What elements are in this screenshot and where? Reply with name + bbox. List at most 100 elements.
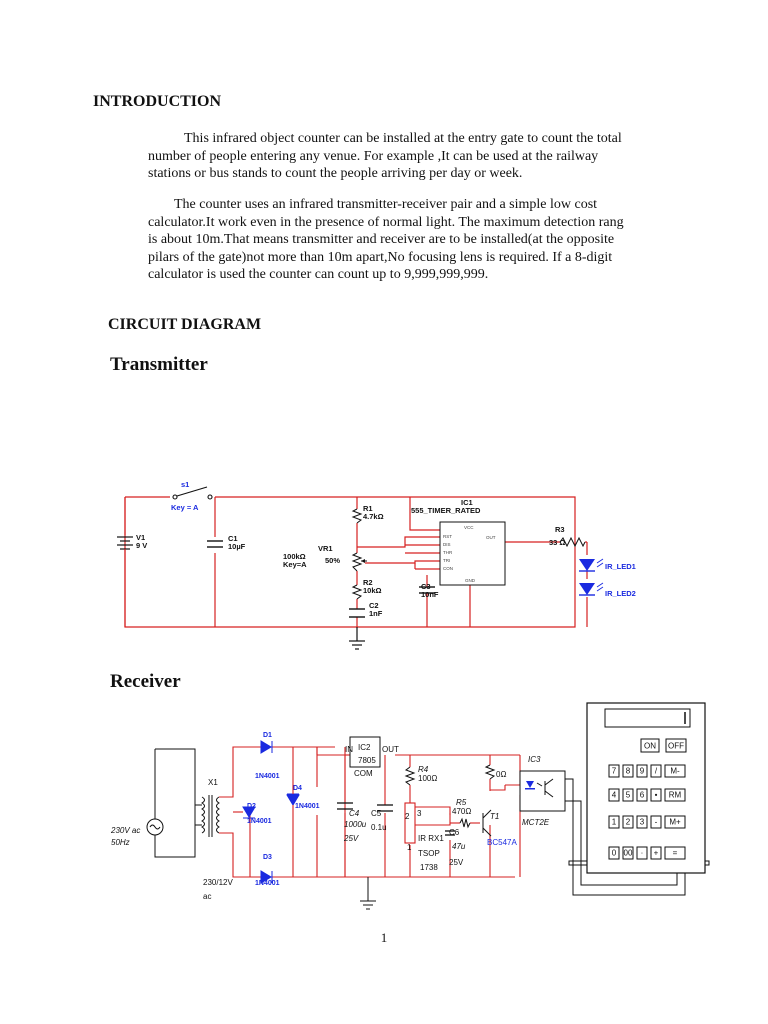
c6-label: C6	[449, 828, 460, 837]
c5-value: 0.1u	[371, 823, 387, 832]
r5-label: R5	[456, 798, 467, 807]
c4-voltage: 25V	[343, 834, 359, 843]
page-number: 1	[380, 930, 388, 945]
calc-off-key-label: OFF	[668, 742, 684, 751]
d3-part: 1N4001	[255, 880, 280, 887]
r1-value: 4.7kΩ	[363, 512, 384, 521]
pin-thr: THR	[443, 550, 453, 555]
vr1-key: Key=A	[283, 560, 307, 569]
calc-r1c2-key-label: 6	[640, 791, 645, 800]
calc-r0c0-key-label: 7	[612, 767, 617, 776]
calc-r2c3-key	[650, 815, 662, 829]
calc-r0c2-key	[636, 764, 648, 778]
calc-r0c0-key	[608, 764, 620, 778]
p2-line-2: calculator.It work even in the presence …	[148, 214, 624, 230]
calc-r2c4-key	[664, 815, 686, 829]
calc-r1c1-key	[622, 788, 634, 802]
r6-value: 0Ω	[496, 770, 506, 779]
t1-part: BC547A	[487, 838, 517, 847]
intro-heading: INTRODUCTION	[93, 93, 222, 110]
d2-label: D2	[247, 803, 256, 810]
transformer-ac: ac	[203, 892, 211, 901]
calculator	[586, 702, 706, 874]
vr1-percent: 50%	[325, 556, 340, 565]
p2-line-3: is about 10m.That means transmitter and …	[148, 232, 615, 248]
p1-line-1: This infrared object counter can be inst…	[184, 131, 622, 146]
ic2-in: IN	[345, 745, 353, 754]
p1-line-2: number of people entering any venue. For…	[148, 148, 599, 164]
intro-paragraph-1: This infrared object counter can be inst…	[148, 130, 678, 183]
calc-r3c4-key-label: =	[673, 849, 678, 858]
calc-r3c2-key	[636, 846, 648, 860]
transmitter-schematic: s1 Key = A V1 9 V C1 10µF R1 4.7kΩ VR1 1…	[117, 480, 636, 650]
ic2-part: 7805	[358, 756, 376, 765]
ic2-com: COM	[354, 769, 373, 778]
calc-r3c0-key	[608, 846, 620, 860]
calc-r0c2-key-label: 9	[640, 767, 645, 776]
calc-r2c0-key-label: 1	[612, 818, 617, 827]
ic2-out: OUT	[382, 745, 399, 754]
calc-on-key	[640, 738, 660, 753]
transmitter-heading: Transmitter	[110, 354, 208, 375]
d4-part: 1N4001	[295, 803, 320, 810]
intro-paragraph-2: The counter uses an infrared transmitter…	[148, 196, 678, 284]
calc-r2c1-key-label: 2	[626, 818, 631, 827]
tsop-label: TSOP	[418, 849, 440, 858]
d1-part: 1N4001	[255, 773, 280, 780]
calc-r1c1-key-label: 5	[626, 791, 631, 800]
tsop-part: 1738	[420, 863, 438, 872]
c4-label: C4	[349, 809, 360, 818]
c3-value: 10nF	[421, 590, 439, 599]
calc-r2c4-key-label: M+	[669, 818, 681, 827]
calc-r3c0-key-label: 0	[612, 849, 617, 858]
switch-key-label: Key = A	[171, 503, 199, 512]
calc-r3c3-key	[650, 846, 662, 860]
pin-rst: RST	[443, 534, 452, 539]
ic3-label: IC3	[528, 755, 541, 764]
pin-dis: DIS	[443, 542, 451, 547]
d3-label: D3	[263, 854, 272, 861]
pin-con: CON	[443, 566, 453, 571]
calc-r2c1-key	[622, 815, 634, 829]
calc-r2c0-key	[608, 815, 620, 829]
circuit-diagram-heading: CIRCUIT DIAGRAM	[108, 316, 262, 333]
calc-off-key	[665, 738, 687, 753]
c3-label: C3	[421, 582, 431, 591]
pin-tri: TRI	[443, 558, 450, 563]
p2-line-1: The counter uses an infrared transmitter…	[174, 197, 598, 212]
calc-r2c2-key	[636, 815, 648, 829]
calc-r0c3-key	[650, 764, 662, 778]
receiver-heading: Receiver	[110, 671, 181, 692]
transformer-rating: 230/12V	[203, 878, 233, 887]
r2-label: R2	[363, 578, 373, 587]
calc-r0c4-key	[664, 764, 686, 778]
pin-gnd: GND	[465, 578, 476, 583]
p1-line-3: stations or bus stands to count the peop…	[148, 166, 523, 182]
calc-r1c4-key	[664, 788, 686, 802]
calc-r3c3-key-label: +	[654, 849, 659, 858]
pin-out: OUT	[486, 535, 496, 540]
led2-label: IR_LED2	[605, 589, 636, 598]
tsop-pin3: 3	[417, 809, 422, 818]
r3-label: R3	[555, 525, 565, 534]
calc-on-key-label: ON	[644, 742, 656, 751]
c5-label: C5	[371, 809, 382, 818]
t1-label: T1	[490, 812, 499, 821]
c2-value: 1nF	[369, 609, 383, 618]
r5-value: 470Ω	[452, 807, 471, 816]
ic2-label: IC2	[358, 743, 371, 752]
v1-value: 9 V	[136, 541, 147, 550]
calc-r1c3-key	[650, 788, 662, 802]
supply-freq: 50Hz	[111, 838, 130, 847]
calc-r0c4-key-label: M-	[670, 767, 680, 776]
calc-r2c2-key-label: 3	[640, 818, 645, 827]
calc-r0c3-key-label: /	[655, 767, 658, 776]
receiver-schematic: 230V ac 50Hz X1 230/12V ac IN IC2 7805 O…	[110, 702, 710, 910]
calc-r0c1-key-label: 8	[626, 767, 631, 776]
c4-value: 1000u	[344, 820, 367, 829]
led1-label: IR_LED1	[605, 562, 636, 571]
d2-part: 1N4001	[247, 818, 272, 825]
calc-r3c2-key-label: ·	[641, 849, 644, 858]
r4-value: 100Ω	[418, 774, 437, 783]
calc-r2c3-key-label: -	[655, 818, 658, 827]
